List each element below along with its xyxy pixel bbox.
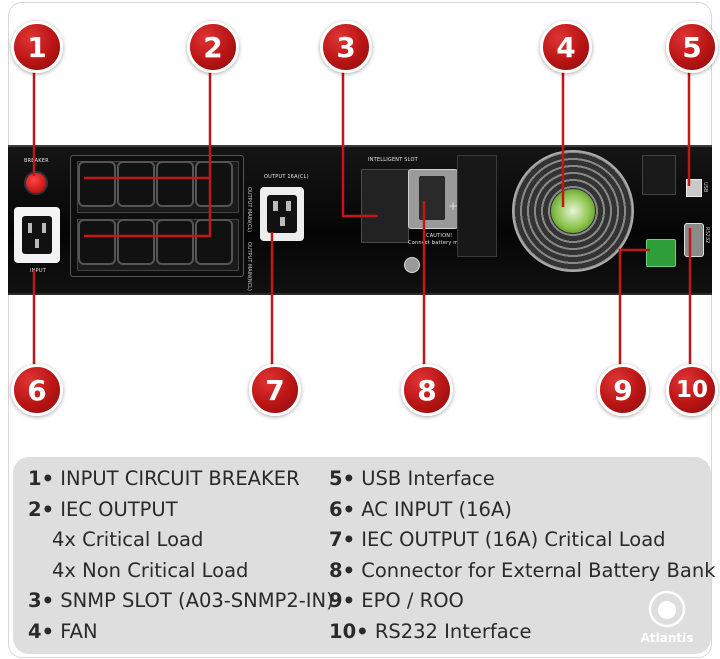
usb-label: USB [702,182,708,193]
input-label: INPUT [30,268,46,274]
callout-badge-5: 5 [666,21,718,73]
outlet-icon [78,219,116,265]
legend-item-7: 7• IEC OUTPUT (16A) Critical Load [329,528,666,552]
outlet-icon [117,161,155,207]
breaker-label: BREAKER [24,158,49,164]
legend-item-9: 9• EPO / ROO [329,589,464,613]
legend-right-column: 5• USB Interface 6• AC INPUT (16A) 7• IE… [329,464,716,648]
callout-badge-4: 4 [540,21,592,73]
legend-item-2: 2• IEC OUTPUT [28,497,178,521]
legend-item-3: 3• SNMP SLOT (A03-SNMP2-IN) [28,589,334,613]
snmp-slot [361,169,409,243]
atlantis-logo: Atlantis [626,589,708,645]
rs232-port [684,223,704,257]
atlantis-circle-icon [648,590,686,628]
noncritical-output-label: OUTPUT MAIN(NCL) [246,242,252,291]
outlet-icon [117,219,155,265]
callout-badge-3: 3 [320,21,372,73]
usb-port [686,179,702,197]
breaker-button [24,171,48,195]
intelligent-slot-label: INTELLIGENT SLOT [368,157,418,163]
terminal-plus-icon: + [448,199,459,213]
callout-badge-6: 6 [11,364,63,416]
outlet-icon [156,161,194,207]
callout-badge-2: 2 [187,21,239,73]
outlet-icon [195,219,233,265]
ac-input-socket [14,207,60,263]
legend-item-4: 4• FAN [28,619,98,643]
battery-connector [408,169,458,229]
legend-item-6: 6• AC INPUT (16A) [329,497,512,521]
legend-item-10: 10• RS232 Interface [329,619,532,643]
outlet-icon [195,161,233,207]
right-connector-plate [642,155,676,195]
ups-rear-panel: BREAKER INPUT OUTPUT MAIN(CL) OUTPUT MAI… [8,145,712,295]
iec-16a-output-socket [260,187,304,241]
legend-item-1: 1• INPUT CIRCUIT BREAKER [28,467,300,490]
callout-badge-8: 8 [401,364,453,416]
callout-badge-9: 9 [597,364,649,416]
legend-panel: 1• INPUT CIRCUIT BREAKER 2• IEC OUTPUT 4… [13,457,716,654]
battery-warning-label: CAUTION! [426,233,453,239]
rs232-label: RS232 [704,227,710,244]
outlet-icon [156,219,194,265]
fan [512,150,634,272]
epo-terminal [646,239,676,267]
callout-badge-7: 7 [249,364,301,416]
side-panel [457,155,497,257]
critical-output-label: OUTPUT MAIN(CL) [246,187,252,233]
callout-badge-10: 10 [666,364,718,416]
callout-badge-1: 1 [11,21,63,73]
legend-item-2-critical: 4x Critical Load [52,528,204,552]
ground-screw-icon [404,257,420,273]
legend-item-8: 8• Connector for External Battery Bank [329,558,716,582]
legend-item-2-noncritical: 4x Non Critical Load [52,558,249,582]
legend-left-column: 1• INPUT CIRCUIT BREAKER 2• IEC OUTPUT 4… [28,464,334,648]
output-16a-label: OUTPUT 16A(CL) [264,174,309,180]
logo-text: Atlantis [640,631,694,645]
battery-warning-sub-label: Connect battery module [408,240,474,246]
outlet-icon [78,161,116,207]
legend-item-5: 5• USB Interface [329,467,495,490]
